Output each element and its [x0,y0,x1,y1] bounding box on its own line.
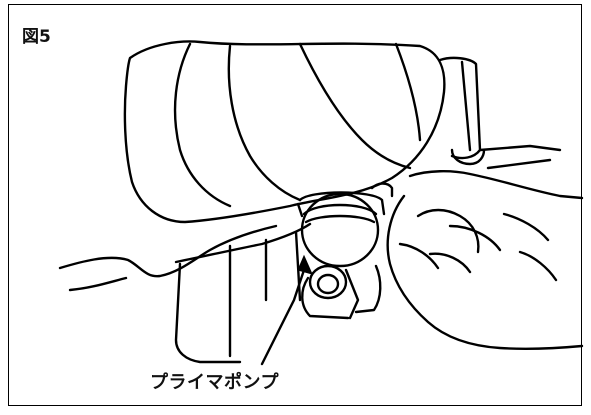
primer-pump-callout-label: プライマポンプ [150,372,279,393]
housing-outline [123,40,446,224]
figure-label: 図5 [22,27,51,47]
primer-pump-bulb [300,192,380,268]
callout-arrowhead [297,254,313,275]
callout-leader-line [260,268,306,366]
